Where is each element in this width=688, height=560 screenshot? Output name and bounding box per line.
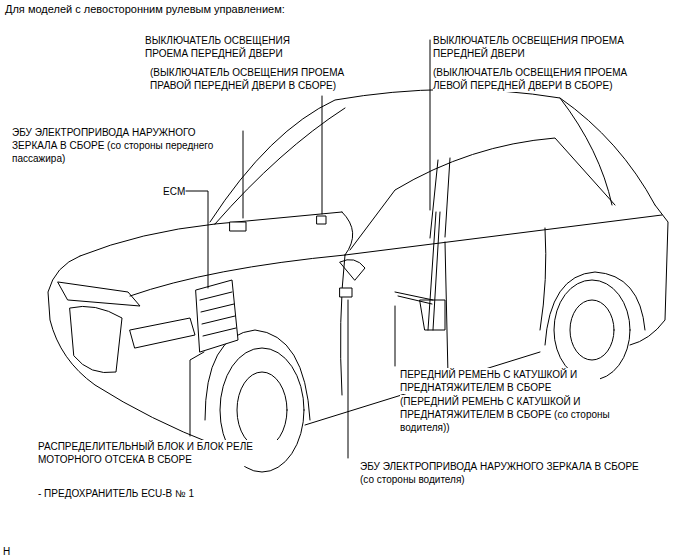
leader-line <box>395 306 396 366</box>
leader-line <box>190 352 204 436</box>
fog-light <box>130 318 195 348</box>
roof-line <box>210 89 655 222</box>
b-pillar <box>445 158 450 237</box>
mirror-ecu <box>340 288 352 297</box>
part-label: ПЕРЕДНИЙ РЕМЕНЬ С КАТУШКОЙ И ПРЕДНАТЯЖИТ… <box>400 368 600 394</box>
door-switch <box>317 216 326 224</box>
hood-edge <box>342 212 353 255</box>
fuse-block <box>196 280 238 352</box>
part-label: ВЫКЛЮЧАТЕЛЬ ОСВЕЩЕНИЯ ПРОЕМА ПЕРЕДНЕЙ ДВ… <box>145 34 300 60</box>
fuse-block-detail <box>200 292 236 336</box>
door-line <box>540 228 546 330</box>
part-note: (ПЕРЕДНИЙ РЕМЕНЬ С КАТУШКОЙ И ПРЕДНАТЯЖИ… <box>400 395 610 434</box>
part-note: (ВЫКЛЮЧАТЕЛЬ ОСВЕЩЕНИЯ ПРОЕМА ЛЕВОЙ ПЕРЕ… <box>433 66 663 92</box>
rim <box>237 372 287 448</box>
grille <box>70 306 122 372</box>
part-label: ВЫКЛЮЧАТЕЛЬ ОСВЕЩЕНИЯ ПРОЕМА ПЕРЕДНЕЙ ДВ… <box>433 34 643 60</box>
leader-line <box>430 40 431 210</box>
fender-line <box>130 255 345 296</box>
part-label: ЭБУ ЭЛЕКТРОПРИВОДА НАРУЖНОГО ЗЕРКАЛА В С… <box>12 126 240 165</box>
leader-line <box>348 300 349 458</box>
part-label: ECM <box>163 185 185 198</box>
part-note: (ВЫКЛЮЧАТЕЛЬ ОСВЕЩЕНИЯ ПРОЕМА ПРАВОЙ ПЕР… <box>150 66 360 92</box>
side-mirror <box>340 260 365 280</box>
diagram-title: Для моделей с левосторонним рулевым упра… <box>5 2 405 16</box>
side-glass <box>350 138 615 250</box>
leader-line <box>243 131 244 218</box>
page-marker: H <box>3 545 17 558</box>
door-line <box>341 255 345 395</box>
mirror-ecu <box>230 222 246 231</box>
leader-line <box>186 191 208 288</box>
part-label: ЭБУ ЭЛЕКТРОПРИВОДА НАРУЖНОГО ЗЕРКАЛА В С… <box>360 460 645 486</box>
front-lower <box>48 256 215 445</box>
belt-line <box>345 215 662 255</box>
part-label: РАСПРЕДЕЛИТЕЛЬНЫЙ БЛОК И БЛОК РЕЛЕ МОТОР… <box>38 440 278 466</box>
b-pillar <box>430 160 438 238</box>
headlight <box>58 282 140 306</box>
seat-belt <box>395 212 445 330</box>
rim <box>570 300 614 360</box>
wheel <box>554 280 630 380</box>
part-note: - ПРЕДОХРАНИТЕЛЬ ECU-B № 1 <box>38 487 258 500</box>
hood-front <box>80 224 215 256</box>
leader-line <box>322 96 323 214</box>
rear-end <box>630 205 668 345</box>
rear-window <box>560 98 612 205</box>
